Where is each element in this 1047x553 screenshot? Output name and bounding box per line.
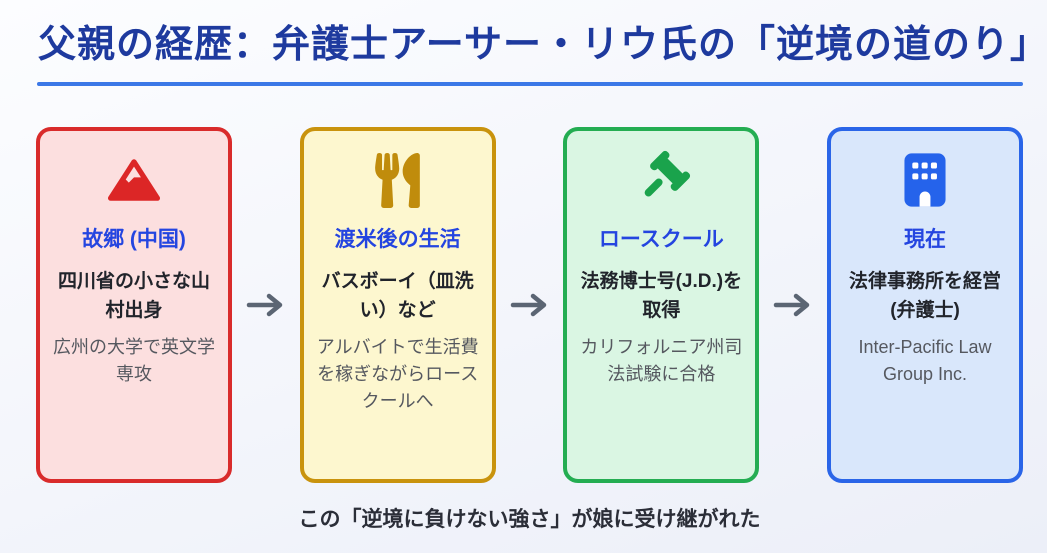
card-main-text: 法律事務所を経営 (弁護士) [849,271,1002,321]
card-heading: 渡米後の生活 [334,228,461,251]
career-card-present: 現在 法律事務所を経営 (弁護士) Inter-Pacific Law Grou… [827,127,1024,483]
card-heading: ロースクール [598,228,724,251]
utensils-icon [314,151,482,209]
title-underline [37,82,1023,86]
right-arrow-icon [759,127,827,483]
card-heading: 現在 [904,228,947,251]
page-title: 父親の経歴：弁護士アーサー・リウ氏の「逆境の道のり」 [38,24,1047,66]
right-arrow-icon [232,127,300,483]
card-main-text: 四川省の小さな山村出身 [57,271,210,321]
card-main-text: バスボーイ（皿洗い）など [321,271,474,321]
card-sub-text: 広州の大学で英文学専攻 [53,337,215,384]
card-sub-text: カリフォルニア州司法試験に合格 [580,337,743,384]
card-main-text: 法務博士号(J.D.)を取得 [580,271,743,321]
career-card-us-life: 渡米後の生活 バスボーイ（皿洗い）など アルバイトで生活費を稼ぎながらロースクー… [299,127,496,483]
career-flow-diagram: 故郷 (中国) 四川省の小さな山村出身 広州の大学で英文学専攻 渡米後の生活 バ… [36,127,1024,483]
bottom-caption: この「逆境に負けない強さ」が娘に受け継がれた [298,508,761,531]
gavel-icon [577,150,745,209]
right-arrow-icon [496,127,564,483]
card-sub-text: Inter-Pacific Law Group Inc. [858,337,992,384]
card-heading: 故郷 (中国) [82,228,186,251]
career-card-hometown: 故郷 (中国) 四川省の小さな山村出身 広州の大学で英文学専攻 [36,127,232,483]
card-sub-text: アルバイトで生活費を稼ぎながらロースクールへ [316,337,479,411]
mountain-icon [50,151,218,209]
building-icon [841,151,1009,209]
career-card-law-school: ロースクール 法務博士号(J.D.)を取得 カリフォルニア州司法試験に合格 [563,127,760,483]
